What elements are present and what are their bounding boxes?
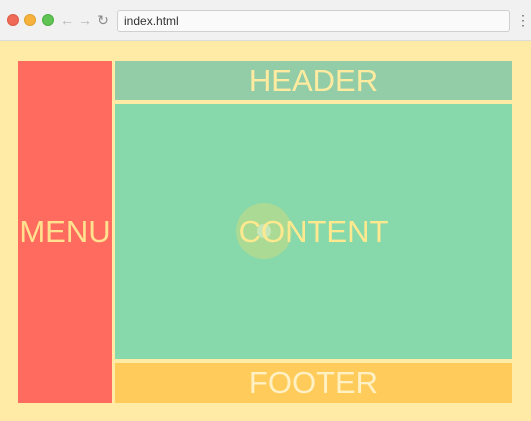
menu-label: MENU [19, 214, 111, 249]
cursor-highlight [236, 203, 292, 259]
address-bar[interactable]: index.html [117, 10, 510, 32]
header-section: HEADER [115, 61, 512, 100]
browser-menu-icon[interactable]: ⋮ [516, 12, 530, 28]
browser-toolbar: ← → ↻ index.html ⋮ [0, 0, 531, 41]
content-section: CONTENT [115, 104, 512, 359]
back-arrow-icon[interactable]: ← [60, 12, 74, 28]
footer-section: FOOTER [115, 363, 512, 403]
forward-arrow-icon[interactable]: → [78, 12, 92, 28]
content-label: CONTENT [238, 213, 389, 249]
maximize-window-button[interactable] [42, 14, 54, 26]
reload-icon[interactable]: ↻ [97, 12, 109, 28]
minimize-window-button[interactable] [24, 14, 36, 26]
footer-label: FOOTER [248, 365, 379, 400]
close-window-button[interactable] [7, 14, 19, 26]
header-label: HEADER [248, 62, 379, 98]
menu-section: MENU [18, 61, 112, 403]
